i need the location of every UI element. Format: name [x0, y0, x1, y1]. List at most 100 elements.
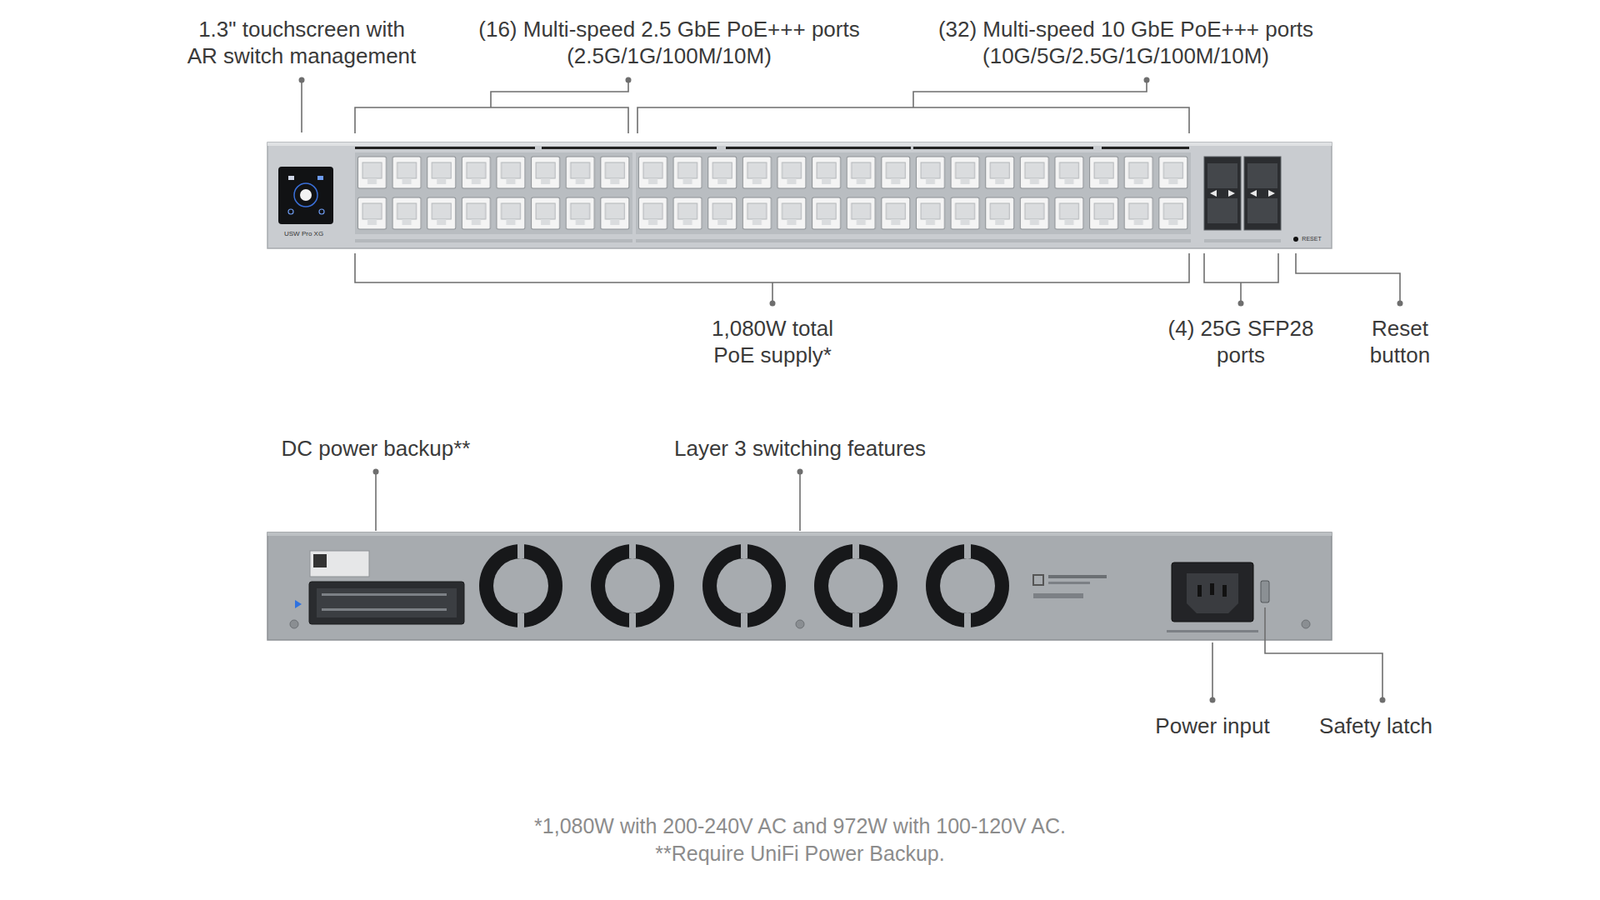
- fan: [940, 558, 995, 614]
- callout-label: 1,080W total PoE supply*: [664, 315, 881, 370]
- leader-line: [375, 471, 377, 531]
- touchscreen: [278, 166, 334, 225]
- leader-line: [913, 80, 1147, 108]
- footnote: *1,080W with 200-240V AC and 972W with 1…: [383, 813, 1217, 840]
- rear-panel: [852, 544, 860, 559]
- leader-line: [355, 107, 629, 134]
- leader-dot: [1397, 300, 1404, 307]
- rear-panel: [295, 600, 302, 609]
- front-panel: [319, 209, 325, 215]
- rj45-ports: [355, 152, 633, 235]
- rj45-ports: [913, 146, 1094, 150]
- rear-panel: [629, 613, 636, 628]
- rear-panel: [629, 544, 636, 559]
- rj45-ports: [635, 152, 914, 235]
- rear-panel: [740, 613, 748, 628]
- leader-line: [1295, 253, 1400, 304]
- rear-panel: [1166, 630, 1259, 633]
- panel-marking: RESET: [1295, 235, 1329, 244]
- fan: [493, 558, 549, 614]
- rj45-ports: [725, 146, 911, 150]
- leader-dot: [625, 77, 632, 84]
- leader-line: [300, 80, 303, 133]
- sfp28-ports: [1207, 163, 1238, 189]
- fan: [605, 558, 660, 614]
- leader-line: [799, 471, 801, 531]
- rj45-ports: [355, 152, 633, 235]
- rear-panel: [740, 544, 748, 559]
- leader-line: [637, 107, 1190, 134]
- callout-label: 1.3" touchscreen with AR switch manageme…: [143, 15, 460, 70]
- rear-panel: [267, 532, 1332, 640]
- rj45-ports: [541, 146, 914, 243]
- leader-dot: [373, 469, 380, 475]
- rear-panel: [1033, 575, 1044, 585]
- rj45-ports: [913, 146, 1191, 243]
- sfp28-ports: [1228, 190, 1235, 197]
- sfp28-ports: [1268, 190, 1275, 197]
- rear-panel: [1301, 620, 1310, 629]
- rear-panel: [290, 620, 1310, 629]
- rj45-ports: [355, 146, 633, 243]
- rear-panel: [795, 620, 805, 629]
- leader-line: [301, 80, 1400, 700]
- callout-label: Power input: [1137, 712, 1288, 740]
- rj45-ports: [913, 152, 1191, 235]
- fan: [479, 544, 563, 628]
- rear-panel: [517, 613, 525, 628]
- fan: [814, 544, 898, 628]
- sfp28-ports: [1247, 163, 1278, 189]
- leader-line: [1204, 253, 1279, 283]
- rear-panel: [964, 544, 971, 559]
- sfp28-ports: [1250, 190, 1257, 197]
- front-panel: [267, 142, 1332, 146]
- safety-latch: [1260, 580, 1270, 603]
- leader-line: [1240, 282, 1242, 304]
- callout-label: (32) Multi-speed 10 GbE PoE+++ ports (10…: [917, 15, 1335, 70]
- sfp28-ports: [1204, 156, 1241, 230]
- callout-label: Reset button: [1358, 315, 1442, 370]
- rj45-ports: [1101, 146, 1190, 150]
- front-panel: [317, 175, 324, 180]
- leader-dot: [1238, 300, 1245, 307]
- fan: [925, 544, 1010, 628]
- dc-connector: [309, 581, 465, 625]
- rj45-ports: [541, 146, 717, 150]
- sfp28-ports: [1244, 156, 1281, 230]
- rj45-ports: [913, 152, 1191, 235]
- rear-panel: [517, 544, 971, 628]
- rear-panel: [1048, 581, 1090, 585]
- rear-panel: [267, 532, 1332, 640]
- leader-line: [1265, 607, 1383, 700]
- rear-panel: [517, 544, 525, 559]
- leader-dot: [770, 300, 776, 307]
- rear-panel: [290, 620, 299, 629]
- rj45-ports: [635, 239, 914, 243]
- rear-panel: [964, 613, 971, 628]
- leader-line: [490, 80, 629, 108]
- leader-dot: [797, 469, 804, 475]
- front-panel: [288, 209, 294, 215]
- front-panel: [300, 189, 312, 201]
- sticker: [310, 550, 370, 577]
- leader-dot: [299, 77, 1404, 704]
- front-panel: [267, 142, 1332, 249]
- rear-panel: [313, 554, 327, 568]
- sfp28-ports: [1204, 239, 1281, 243]
- fan: [702, 544, 786, 628]
- callout-label: (16) Multi-speed 2.5 GbE PoE+++ ports (2…: [460, 15, 878, 70]
- sfp28-ports: [1247, 198, 1278, 224]
- rj45-ports: [355, 146, 535, 150]
- rj45-ports: [355, 239, 633, 243]
- rear-panel: [321, 593, 447, 611]
- rear-panel: [1222, 585, 1227, 597]
- rear-panel: [1197, 585, 1202, 597]
- front-panel: [288, 175, 295, 180]
- fan: [716, 558, 772, 614]
- callout-label: DC power backup**: [242, 435, 510, 463]
- rear-panel: [1260, 580, 1270, 603]
- rj45-ports: [635, 152, 914, 235]
- fan: [828, 558, 884, 614]
- leader-dot: [1380, 697, 1386, 704]
- leader-dot: [299, 77, 305, 84]
